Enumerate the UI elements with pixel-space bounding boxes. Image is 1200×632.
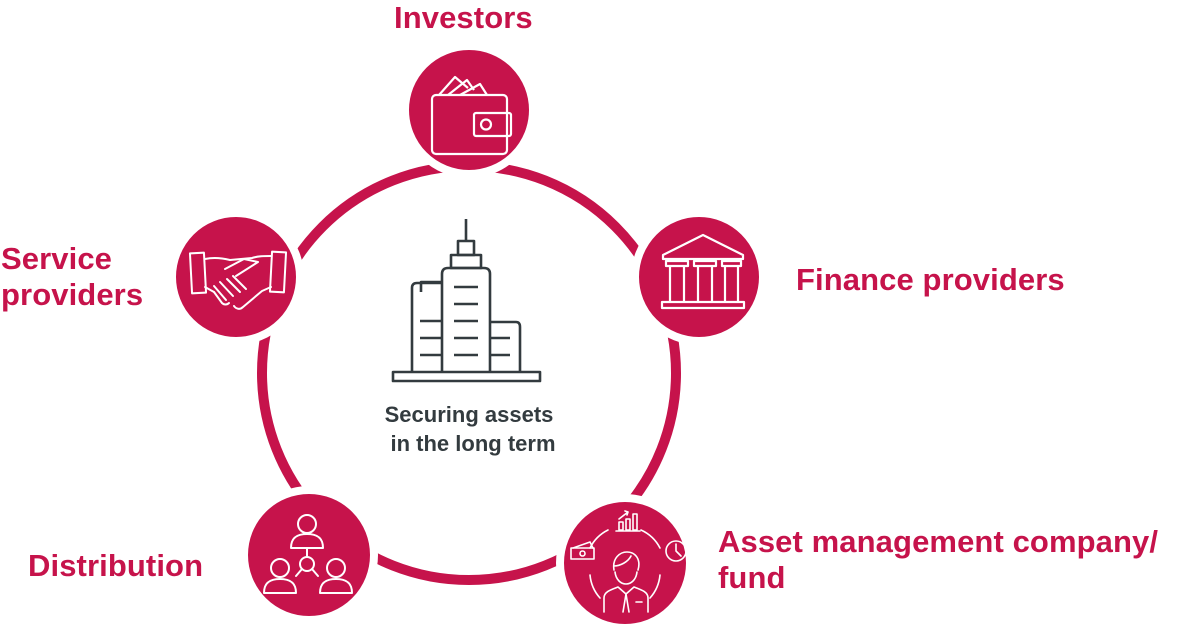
node-distribution [240, 486, 378, 624]
bank-building-icon [660, 233, 746, 310]
center-caption: Securing assets in the long term [344, 400, 594, 458]
label-finance-providers: Finance providers [796, 262, 1065, 297]
city-buildings-icon [391, 219, 542, 383]
node-investors [401, 42, 537, 178]
distribution-network-icon [263, 514, 353, 594]
center-caption-line2: in the long term [390, 431, 556, 456]
label-asset-management-line2: fund [718, 560, 786, 595]
wallet-icon [430, 75, 513, 156]
handshake-icon [188, 250, 288, 310]
label-service-providers-line2: providers [1, 277, 144, 312]
label-asset-management-line1: Asset management company/ [718, 524, 1159, 559]
fund-manager-icon [570, 510, 687, 613]
label-service-providers: Service providers [1, 241, 143, 313]
label-investors: Investors [394, 0, 533, 35]
label-asset-management: Asset management company/ fund [718, 524, 1158, 596]
node-service-providers [168, 209, 304, 345]
center-caption-line1: Securing assets [384, 402, 554, 427]
label-service-providers-line1: Service [1, 241, 113, 276]
label-distribution: Distribution [28, 548, 204, 583]
node-asset-management [556, 494, 694, 632]
node-finance-providers [631, 209, 767, 345]
